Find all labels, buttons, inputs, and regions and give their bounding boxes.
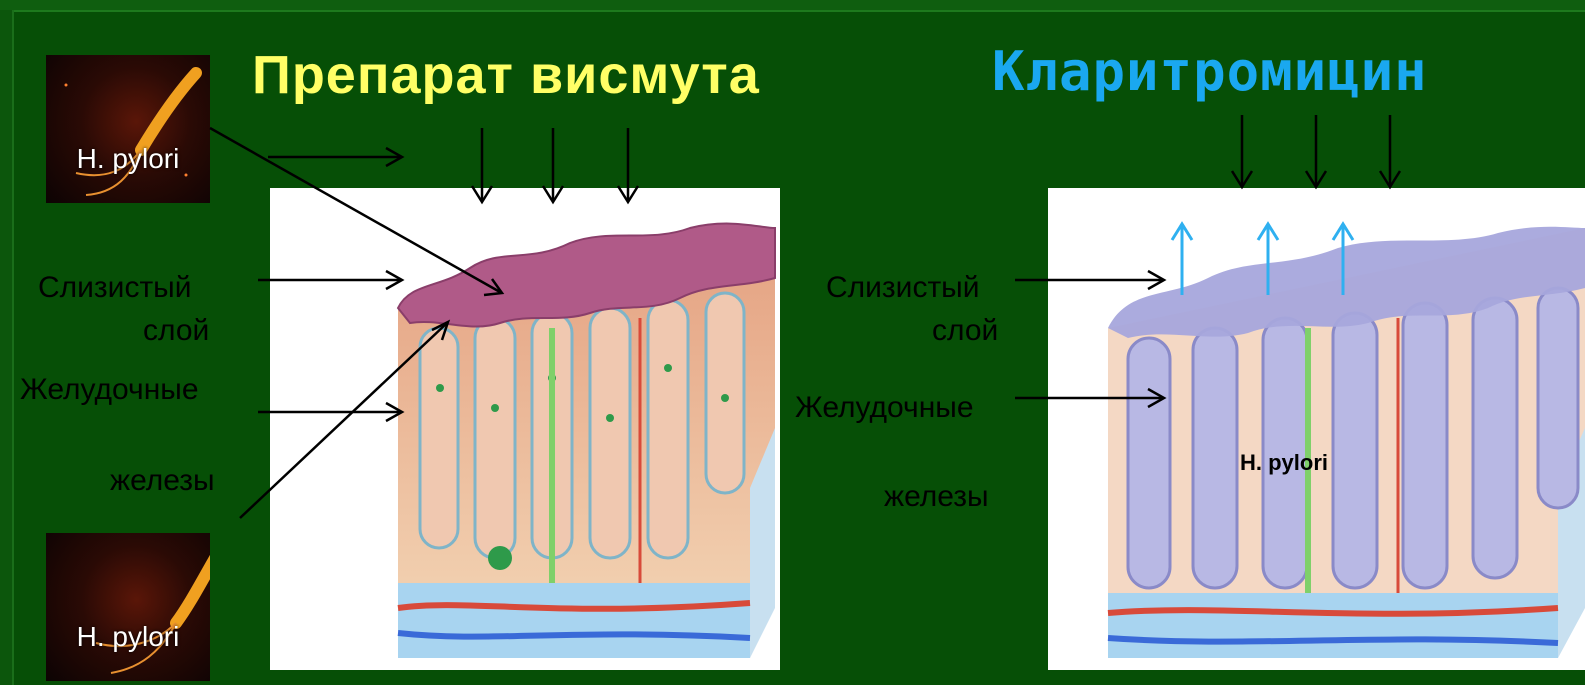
black-arrows [210,115,1400,518]
blue-up-arrows [1172,224,1353,295]
